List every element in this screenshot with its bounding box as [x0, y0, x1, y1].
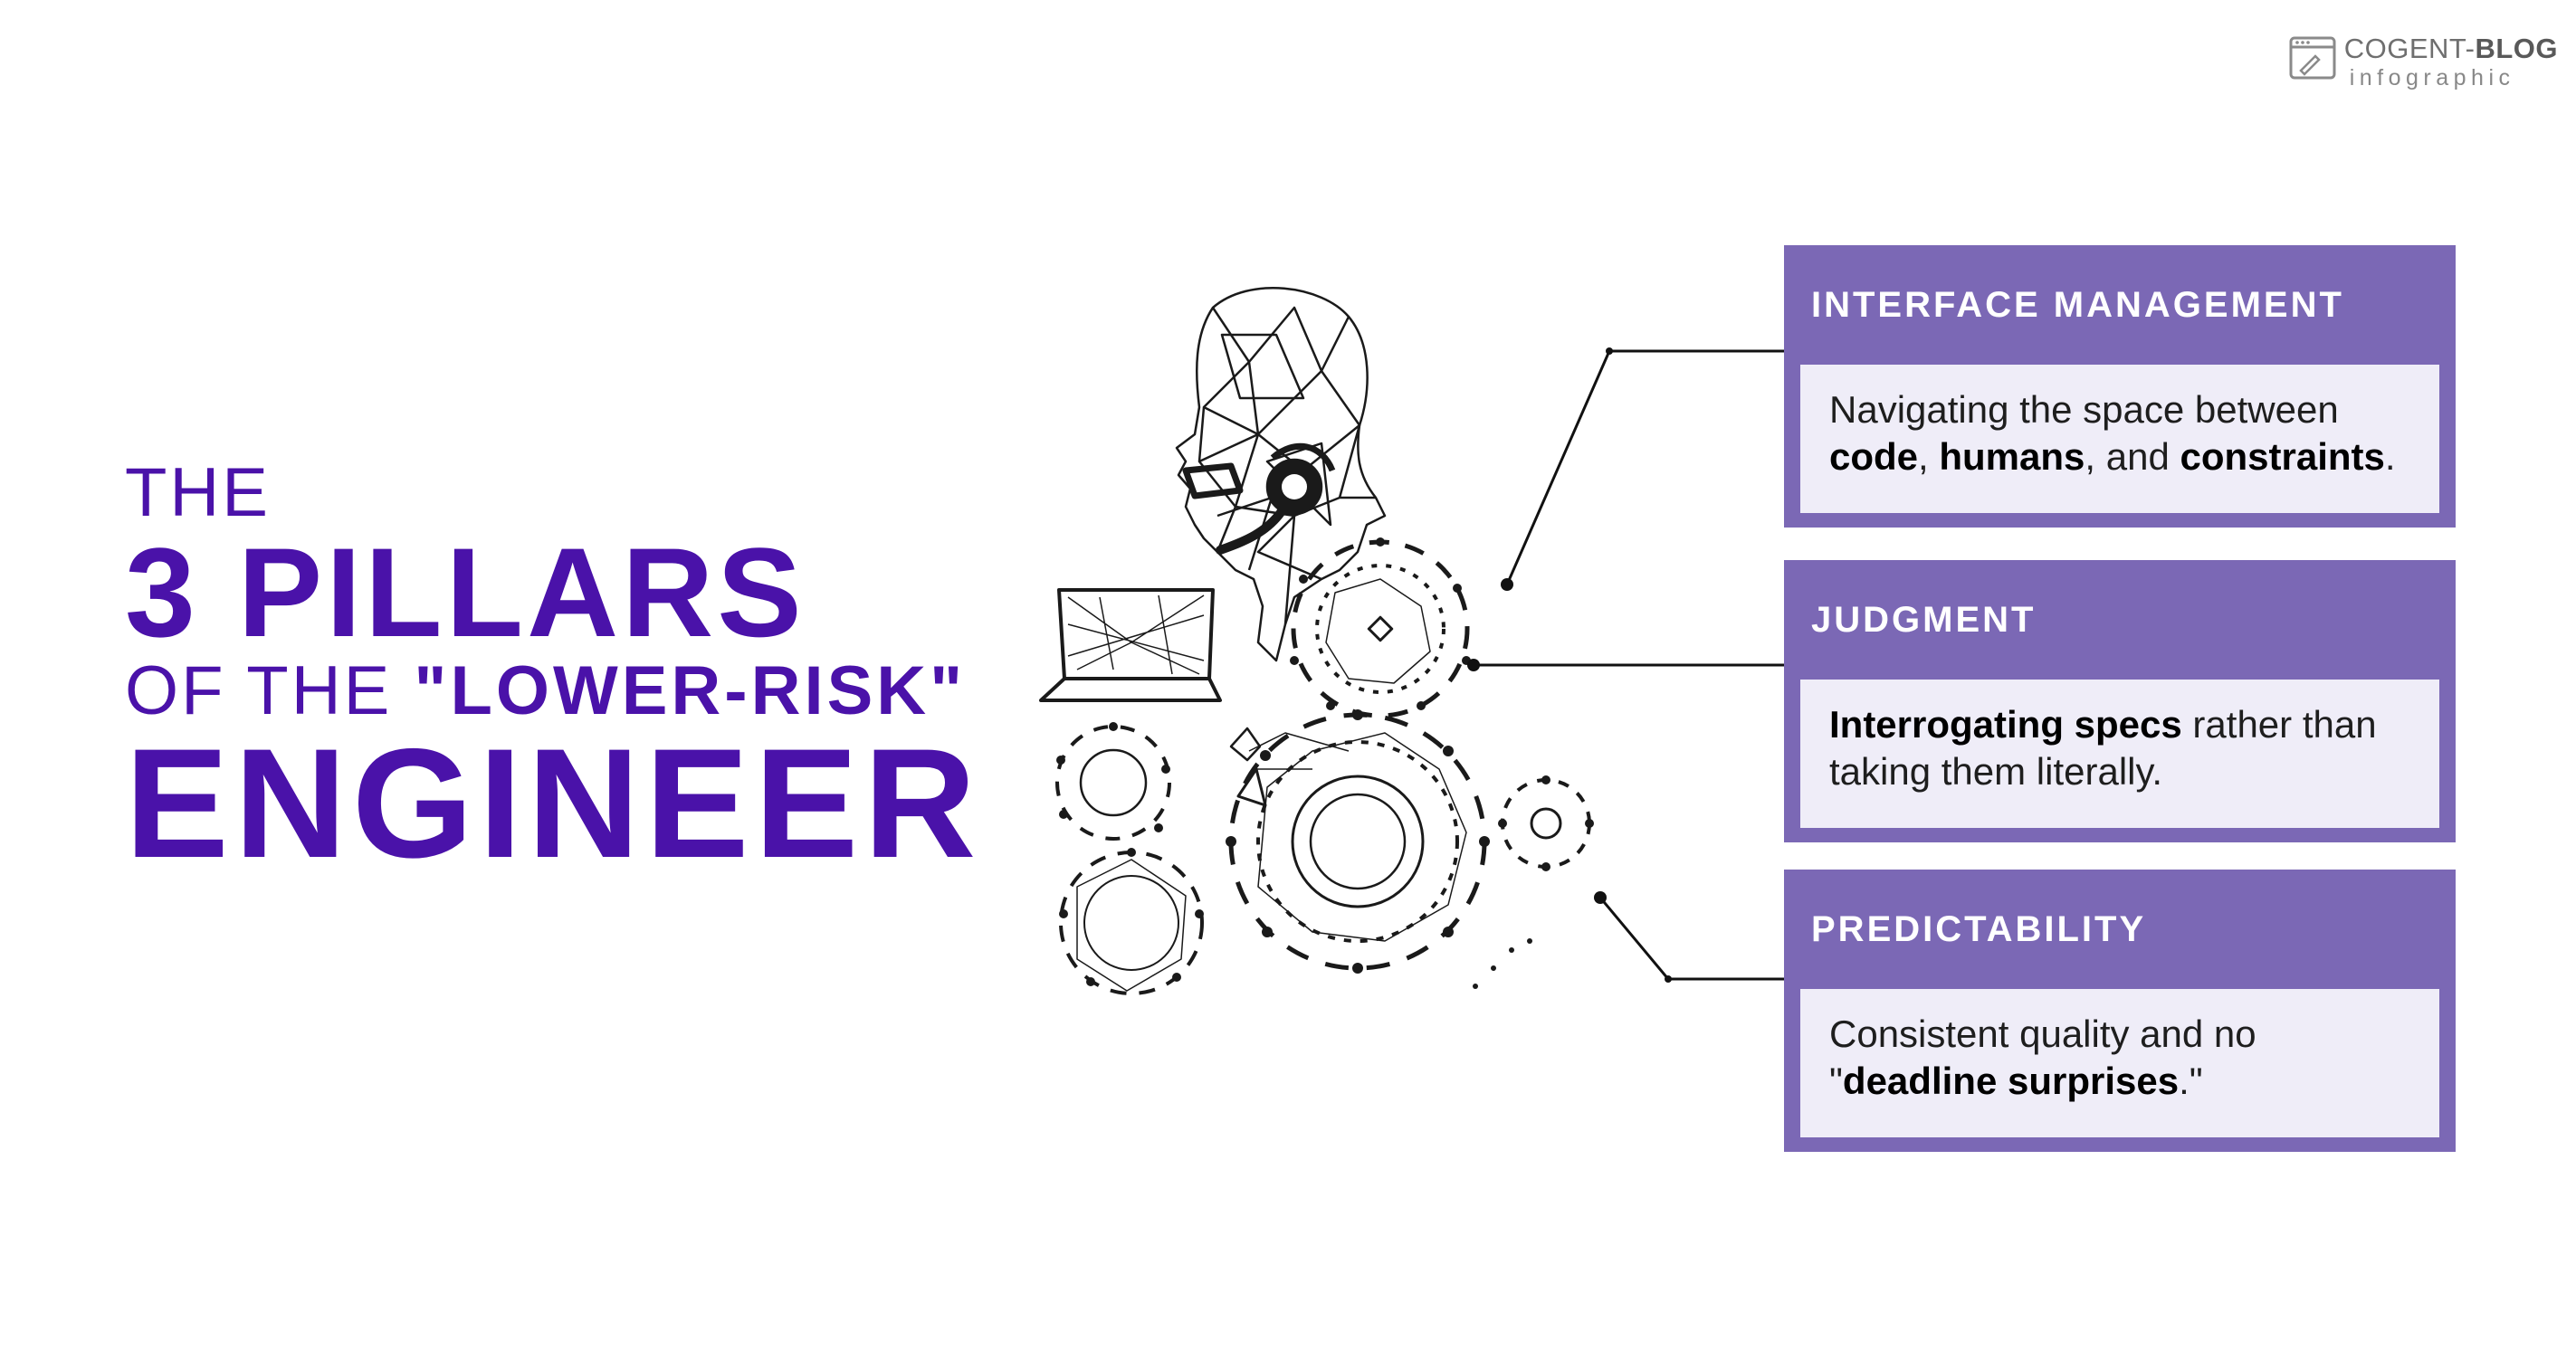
brand-logo: COGENT-BLOG infographic: [2288, 33, 2558, 90]
pillar-title: INTERFACE MANAGEMENT: [1811, 285, 2344, 325]
pillar-card-judgment: JUDGMENT Interrogating specs rather than…: [1784, 560, 2456, 842]
pillar-description: Navigating the space between code, human…: [1800, 365, 2439, 513]
pillar-title: PREDICTABILITY: [1811, 909, 2147, 949]
engineer-gears-illustration: [1039, 286, 1594, 995]
pillar-card-predictability: PREDICTABILITY Consistent quality and no…: [1784, 870, 2456, 1152]
title-line-2: 3 PILLARS: [125, 521, 806, 663]
pillar-card-interface-management: INTERFACE MANAGEMENT Navigating the spac…: [1784, 245, 2456, 528]
brand-name: COGENT-BLOG: [2343, 33, 2558, 64]
title-line-4: ENGINEER: [125, 717, 982, 890]
pillar-title: JUDGMENT: [1811, 600, 2037, 640]
browser-window-icon: [2289, 36, 2336, 80]
title-line-1: THE: [125, 454, 271, 531]
page-title: THE 3 PILLARS OF THE "LOWER-RISK" ENGINE…: [125, 452, 982, 890]
title-line-3: OF THE "LOWER-RISK": [125, 652, 967, 729]
pillar-description: Consistent quality and no "deadline surp…: [1800, 989, 2439, 1137]
brand-subtitle: infographic: [2349, 65, 2515, 90]
pillar-description: Interrogating specs rather than taking t…: [1800, 680, 2439, 828]
